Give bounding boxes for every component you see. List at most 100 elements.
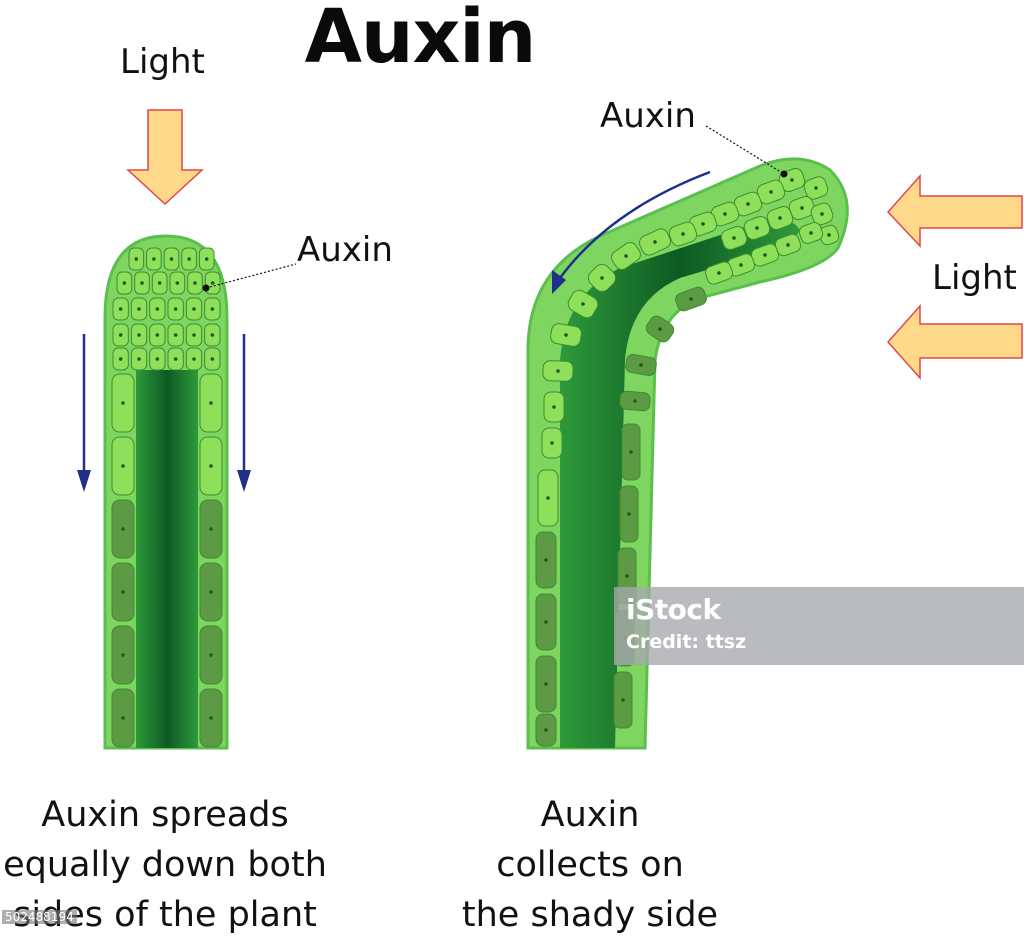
cell-nucleus: [209, 464, 213, 468]
cell-nucleus: [814, 186, 818, 190]
cell-nucleus: [192, 357, 196, 361]
cell-nucleus: [732, 236, 736, 240]
cell-nucleus: [209, 653, 213, 657]
cell-nucleus: [155, 307, 160, 311]
page-title: Auxin: [304, 0, 537, 80]
cell-nucleus: [173, 333, 178, 337]
cell-nucleus: [639, 363, 643, 367]
cell-nucleus: [763, 253, 767, 257]
cell-nucleus: [689, 297, 693, 301]
cell-nucleus: [544, 682, 548, 686]
cell-nucleus: [820, 212, 824, 216]
cell-nucleus: [564, 333, 568, 337]
cell-nucleus: [717, 271, 721, 275]
cell-nucleus: [193, 281, 197, 285]
cell-nucleus: [625, 574, 629, 578]
cell-nucleus: [544, 728, 548, 732]
cell-nucleus: [827, 233, 831, 237]
left-shoot: [103, 234, 229, 750]
cell-nucleus: [629, 450, 633, 454]
left-flow-arrow-left: [77, 334, 91, 492]
cell-nucleus: [210, 307, 215, 311]
cell-nucleus: [192, 333, 196, 337]
left-flow-arrow-right: [237, 334, 251, 492]
cell-nucleus: [121, 527, 125, 531]
left-auxin-label: Auxin: [297, 230, 393, 270]
cell-nucleus: [786, 243, 790, 247]
cell-nucleus: [209, 716, 213, 720]
cell-nucleus: [624, 254, 628, 258]
right-tip-auxin-cells: [668, 167, 840, 285]
left-auxin-leader: [205, 263, 297, 289]
cell-nucleus: [157, 281, 162, 285]
cell-nucleus: [121, 464, 125, 468]
cell-nucleus: [137, 357, 141, 361]
stock-id: 502488194: [2, 910, 77, 924]
right-auxin-leader: [705, 125, 785, 175]
cell-nucleus: [121, 653, 125, 657]
cell-nucleus: [209, 401, 213, 405]
cell-nucleus: [118, 357, 123, 361]
right-shady-side-cells: [535, 228, 672, 747]
right-auxin-dot: [780, 170, 788, 178]
watermark-brand: iStock: [626, 593, 721, 626]
right-light-label: Light: [932, 258, 1017, 298]
cell-nucleus: [701, 222, 705, 226]
left-tip-auxin-cells: [112, 247, 221, 371]
cell-nucleus: [790, 178, 794, 182]
left-light-label: Light: [120, 42, 205, 82]
left-caption-line-1: Auxin spreads: [41, 795, 289, 835]
right-auxin-label: Auxin: [600, 96, 696, 136]
right-shoot: [526, 157, 849, 750]
cell-nucleus: [121, 401, 125, 405]
right-shoot-core: [560, 219, 800, 749]
cell-nucleus: [121, 716, 125, 720]
cell-nucleus: [681, 232, 685, 236]
right-caption-line-2: collects on: [496, 845, 684, 885]
right-light-arrow-bottom: [886, 304, 1023, 380]
cell-nucleus: [210, 281, 215, 285]
cell-nucleus: [556, 369, 560, 373]
cell-nucleus: [134, 257, 139, 261]
cell-nucleus: [187, 257, 191, 261]
left-shoot-core: [136, 370, 198, 748]
cell-nucleus: [118, 333, 123, 337]
istock-watermark: iStock Credit: ttsz: [614, 587, 1024, 665]
right-caption-line-1: Auxin: [540, 795, 640, 835]
cell-nucleus: [209, 590, 213, 594]
left-light-arrow: [126, 109, 204, 206]
cell-nucleus: [581, 302, 585, 306]
left-auxin-dot: [202, 284, 210, 292]
cell-nucleus: [746, 202, 750, 206]
cell-nucleus: [658, 327, 662, 331]
left-caption-line-2: equally down both: [3, 845, 327, 885]
cell-nucleus: [755, 226, 759, 230]
right-caption: Auxin collects on the shady side: [440, 790, 740, 940]
cell-nucleus: [633, 399, 637, 403]
cell-nucleus: [121, 590, 125, 594]
cell-nucleus: [800, 206, 804, 210]
cell-nucleus: [175, 281, 180, 285]
cell-nucleus: [155, 357, 160, 361]
right-light-arrow-top: [886, 174, 1023, 248]
cell-nucleus: [544, 620, 548, 624]
cell-nucleus: [173, 357, 178, 361]
right-flow-arrow-curved: [552, 170, 711, 294]
cell-nucleus: [210, 333, 215, 337]
cell-nucleus: [140, 281, 144, 285]
watermark-credit: Credit: ttsz: [626, 631, 747, 653]
cell-nucleus: [552, 405, 556, 409]
cell-nucleus: [627, 512, 631, 516]
cell-nucleus: [192, 307, 196, 311]
cell-nucleus: [118, 307, 123, 311]
cell-nucleus: [809, 231, 813, 235]
cell-nucleus: [169, 257, 174, 261]
cell-nucleus: [723, 212, 727, 216]
cell-nucleus: [210, 357, 215, 361]
cell-nucleus: [122, 281, 127, 285]
cell-nucleus: [173, 307, 178, 311]
cell-nucleus: [546, 496, 550, 500]
cell-nucleus: [209, 527, 213, 531]
cell-nucleus: [600, 276, 604, 280]
